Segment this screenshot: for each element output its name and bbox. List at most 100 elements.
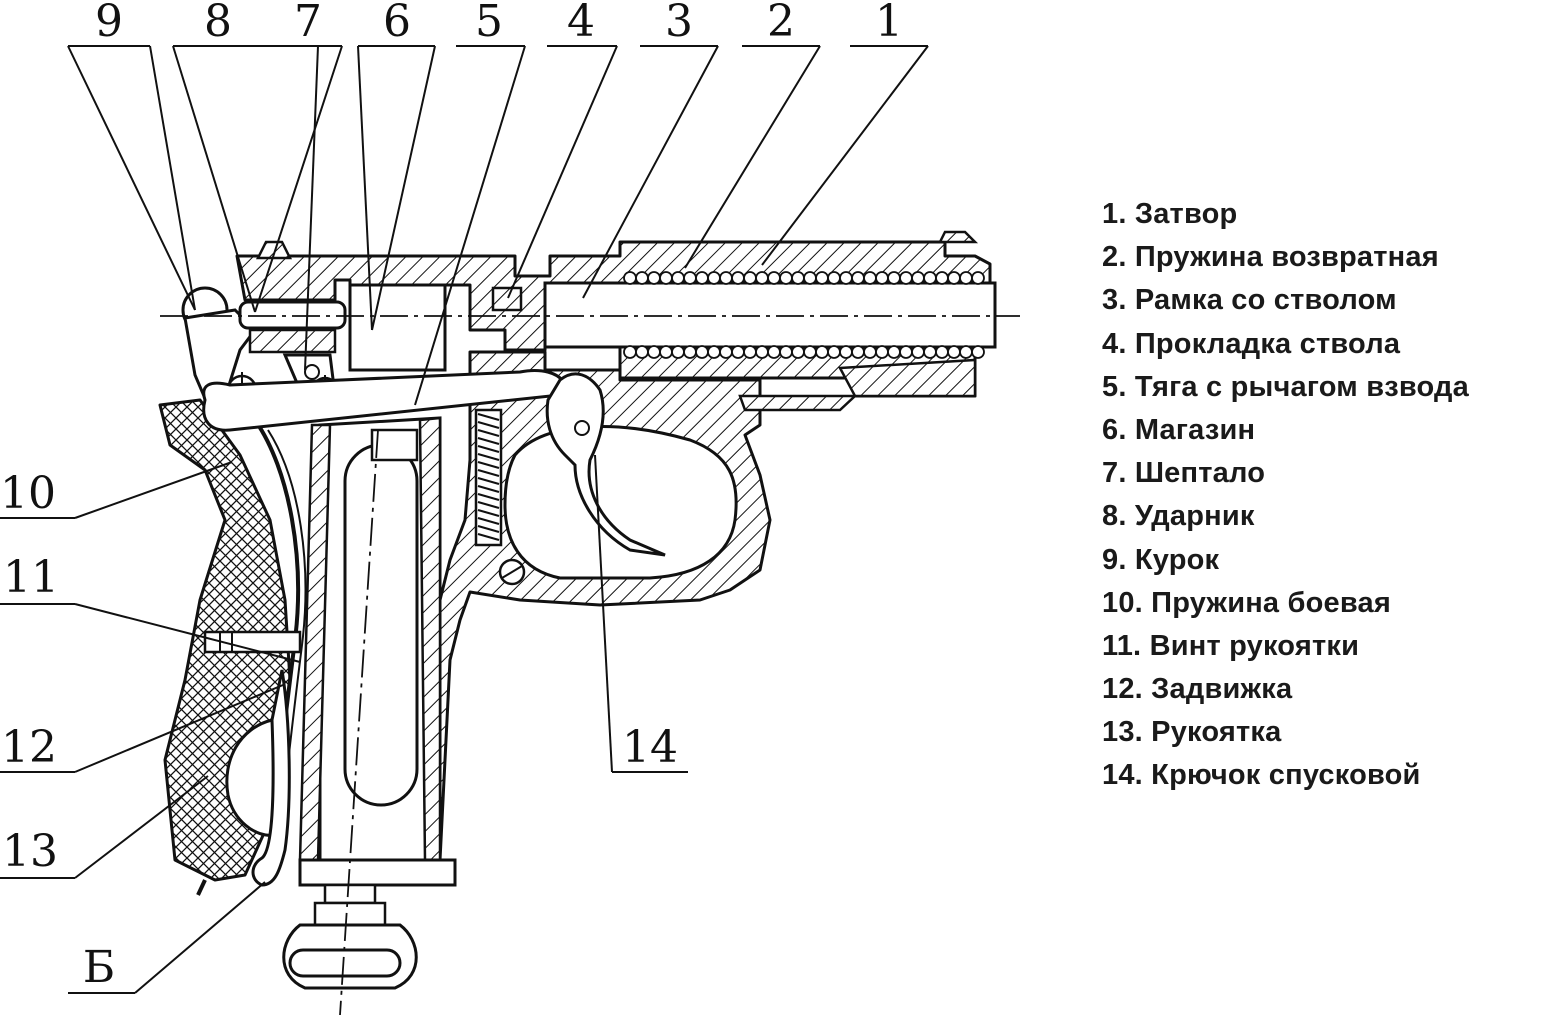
spring-coil [659, 345, 673, 359]
spring-coil [743, 271, 757, 285]
callout-5: 5 [475, 0, 503, 47]
spring-coil [477, 469, 500, 477]
legend-item-9: 9. Курок [1102, 543, 1220, 576]
trigger [498, 372, 666, 586]
spring-coil [477, 485, 500, 493]
grip-screw [203, 630, 302, 654]
legend-item-6: 6. Магазин [1102, 413, 1256, 446]
spring-coil [839, 345, 853, 359]
spring-coil [477, 445, 500, 453]
spring-coil [623, 271, 637, 285]
spring-coil [477, 493, 500, 501]
spring-coil [815, 271, 829, 285]
recoil-spring [623, 271, 985, 359]
spring-coil [477, 437, 500, 445]
callout-4: 4 [567, 0, 595, 47]
callout-7: 7 [294, 0, 322, 47]
spring-coil [863, 271, 877, 285]
spring-coil [755, 345, 769, 359]
spring-coil [791, 345, 805, 359]
spring-coil [755, 271, 769, 285]
spring-coil [875, 271, 889, 285]
callout-2: 2 [767, 0, 795, 47]
spring-coil [767, 345, 781, 359]
callout-13: 13 [2, 826, 58, 877]
parts-legend: 1. Затвор 2. Пружина возвратная 3. Рамка… [1102, 193, 1469, 798]
spring-coil [827, 345, 841, 359]
spring-coil [959, 345, 973, 359]
spring-coil [947, 345, 961, 359]
spring-coil [647, 271, 661, 285]
spring-coil [971, 271, 985, 285]
legend-item-7: 7. Шептало [1102, 457, 1266, 490]
spring-coil [719, 345, 733, 359]
callout-10: 10 [0, 468, 56, 519]
spring-coil [911, 271, 925, 285]
barrel-bore [543, 281, 997, 349]
center-lines [160, 315, 1020, 1016]
spring-coil [743, 345, 757, 359]
spring-coil [851, 345, 865, 359]
spring-coil [779, 345, 793, 359]
legend-item-1: 1. Затвор [1102, 198, 1238, 230]
spring-coil [477, 533, 500, 541]
spring-coil [671, 271, 685, 285]
spring-coil [935, 345, 949, 359]
spring-coil [935, 271, 949, 285]
callout-numbers: 9 8 7 6 5 4 3 2 1 10 11 12 13 14 Б [0, 0, 903, 993]
callout-6: 6 [383, 0, 411, 47]
spring-coil [683, 271, 697, 285]
spring-coil [683, 345, 697, 359]
leader-lines [0, 45, 929, 994]
spring-coil [839, 271, 853, 285]
spring-coil [477, 413, 500, 421]
spring-coil [899, 345, 913, 359]
spring-coil [911, 345, 925, 359]
spring-coil [731, 345, 745, 359]
legend-item-2: 2. Пружина возвратная [1102, 241, 1439, 274]
spring-coil [803, 345, 817, 359]
spring-coil [477, 517, 500, 525]
callout-3: 3 [665, 0, 693, 47]
callout-14: 14 [622, 722, 678, 773]
legend-item-4: 4. Прокладка ствола [1102, 327, 1401, 360]
striker [238, 300, 347, 354]
spring-coil [899, 271, 913, 285]
spring-coil [671, 345, 685, 359]
spring-coil [719, 271, 733, 285]
spring-coil [803, 271, 817, 285]
callout-8: 8 [204, 0, 232, 47]
spring-coil [695, 271, 709, 285]
spring-coil [635, 271, 649, 285]
callout-9: 9 [95, 0, 123, 47]
spring-coil [887, 271, 901, 285]
magazine [282, 283, 457, 990]
spring-coil [695, 345, 709, 359]
legend-item-8: 8. Ударник [1102, 500, 1255, 533]
spring-coil [827, 271, 841, 285]
trigger-spring [474, 408, 503, 547]
spring-coil [635, 345, 649, 359]
legend-item-5: 5. Тяга с рычагом взвода [1102, 370, 1469, 403]
spring-coil [477, 509, 500, 517]
barrel-gasket [491, 286, 523, 312]
legend-item-3: 3. Рамка со стволом [1102, 284, 1397, 317]
spring-coil [477, 421, 500, 429]
spring-coil [923, 271, 937, 285]
spring-coil [851, 271, 865, 285]
callout-11: 11 [3, 552, 59, 603]
spring-coil [791, 271, 805, 285]
callout-1: 1 [875, 0, 903, 47]
spring-coil [971, 345, 985, 359]
cocking-rod [202, 369, 567, 432]
callout-b: Б [83, 942, 115, 993]
spring-coil [779, 271, 793, 285]
spring-coil [477, 525, 500, 533]
spring-coil [959, 271, 973, 285]
spring-coil [623, 345, 637, 359]
legend-item-10: 10. Пружина боевая [1102, 586, 1391, 619]
spring-coil [731, 271, 745, 285]
spring-coil [887, 345, 901, 359]
spring-coil [477, 453, 500, 461]
